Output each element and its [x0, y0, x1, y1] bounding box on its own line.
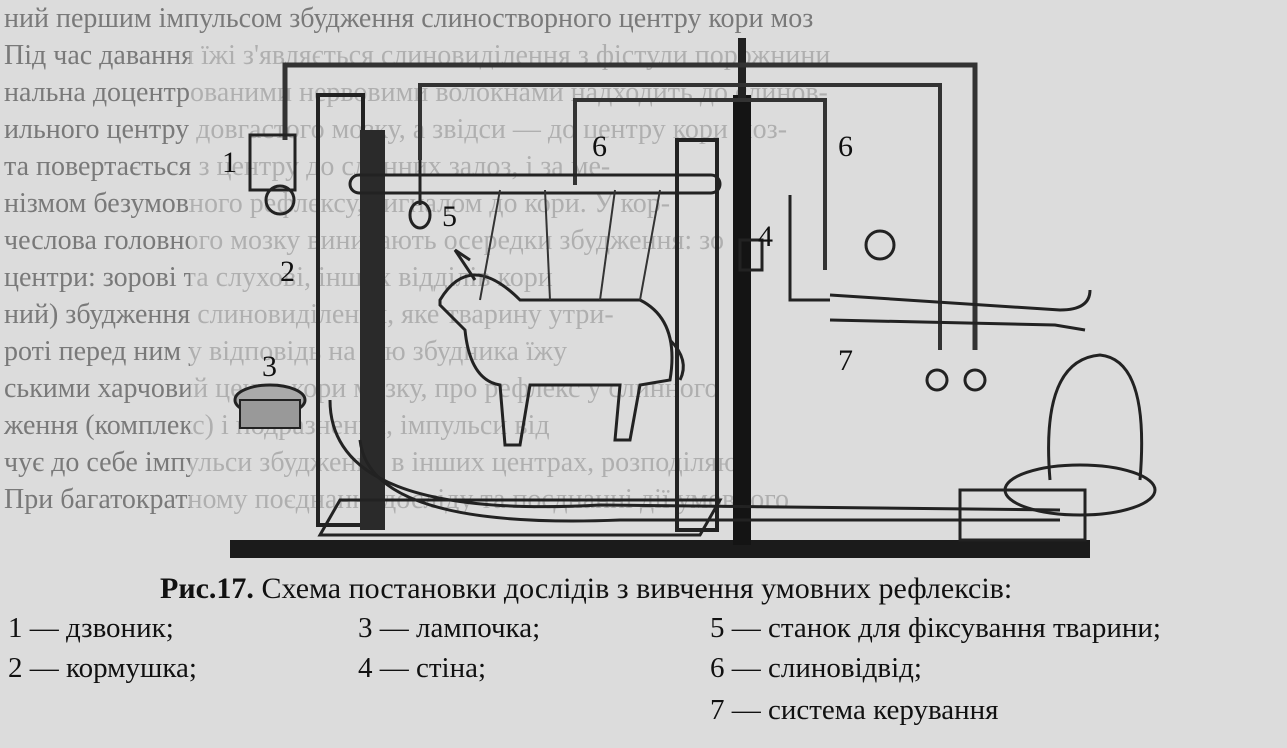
experiment-illustration	[230, 38, 1157, 558]
legend-item-2: 2 — кормушка;	[8, 652, 197, 684]
label-lamp: 3	[262, 350, 277, 383]
bell-device	[248, 133, 297, 216]
floor-base	[230, 540, 1090, 558]
lamp	[233, 383, 307, 429]
figure-caption: Рис.17. Схема постановки дослідів з вивч…	[160, 572, 1012, 606]
wall	[733, 95, 751, 545]
label-control: 7	[838, 344, 853, 377]
label-saliva-left: 6	[592, 130, 607, 163]
background-line: ний першим імпульсом збудження слиноство…	[4, 3, 814, 34]
caption-title: Схема постановки дослідів з вивчення умо…	[261, 572, 1013, 605]
caption-label: Рис.17.	[160, 572, 254, 605]
legend-item-6: 6 — слиновідвід;	[710, 652, 922, 684]
label-wall: 4	[758, 220, 773, 253]
legend-item-5: 5 — станок для фіксування тварини;	[710, 612, 1161, 644]
label-saliva-right: 6	[838, 130, 853, 163]
label-stand: 5	[442, 200, 457, 233]
control-system	[788, 195, 1092, 392]
legend-item-4: 4 — стіна;	[358, 652, 487, 684]
legend-item-3: 3 — лампочка;	[358, 612, 541, 644]
chair	[958, 353, 1157, 542]
legend-item-1: 1 — дзвоник;	[8, 612, 174, 644]
legend-item-7: 7 — система керування	[710, 694, 999, 726]
label-bell: 1	[222, 146, 237, 179]
label-feeder: 2	[280, 255, 295, 288]
